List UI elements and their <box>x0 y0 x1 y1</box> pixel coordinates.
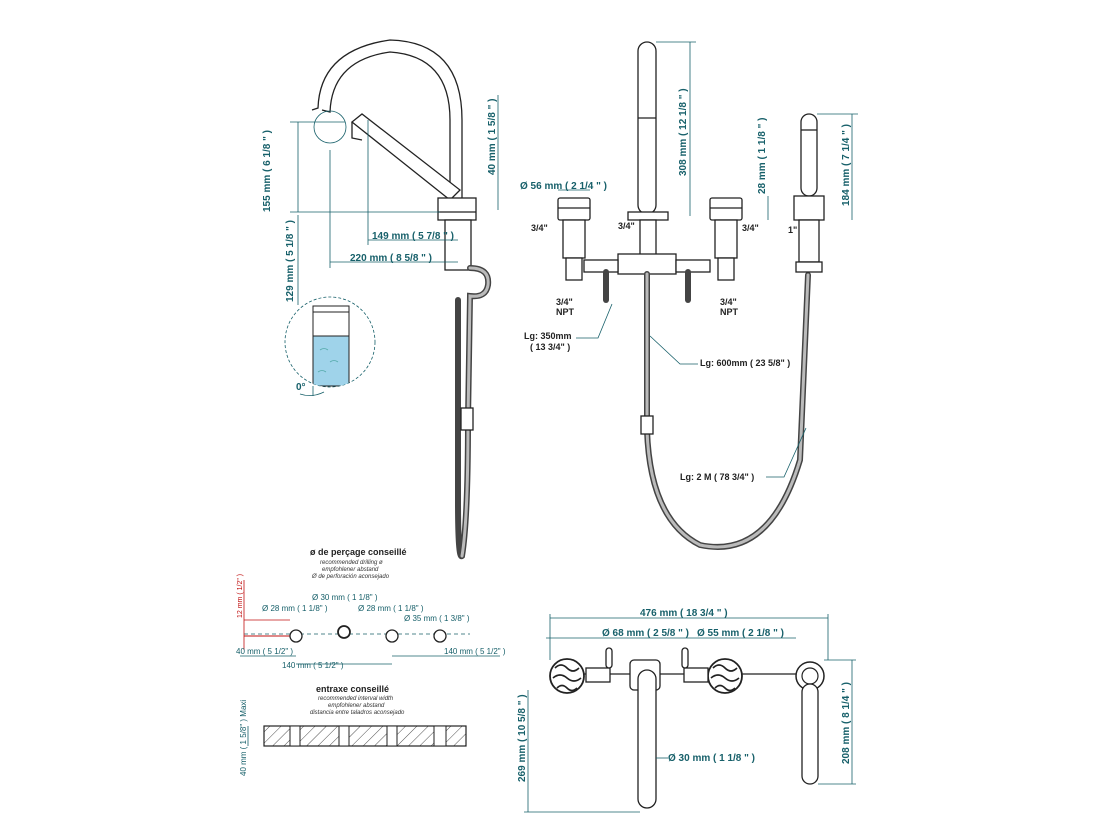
dim-28: 28 mm ( 1 1/8 " ) <box>757 118 768 194</box>
dim-155: 155 mm ( 6 1/8 " ) <box>262 130 273 212</box>
hand-shower-side <box>350 113 461 201</box>
conn-hand: 1" <box>788 225 797 235</box>
dim-308: 308 mm ( 12 1/8 " ) <box>678 88 689 176</box>
hand-shower <box>800 113 818 197</box>
hand-shower-top <box>801 683 819 785</box>
deck-body <box>437 197 477 221</box>
hole-4 <box>433 629 447 643</box>
front-view: 308 mm ( 12 1/8 " ) Ø 56 mm ( 2 1/4 " ) … <box>520 41 858 550</box>
d28a: Ø 28 mm ( 1 1/8" ) <box>262 604 328 613</box>
lg-350-1: Lg: 350mm <box>524 331 572 341</box>
conn-left: 3/4" <box>531 223 548 233</box>
hole-2 <box>337 625 351 639</box>
d140a: 140 mm ( 5 1/2" ) <box>282 661 344 670</box>
lg-350-2: ( 13 3/4" ) <box>530 342 570 352</box>
spout-base <box>627 211 669 221</box>
npt-left-2: NPT <box>556 307 575 317</box>
deck-shank <box>444 219 472 271</box>
spout-top <box>637 669 657 809</box>
d30: Ø 30 mm ( 1 1/8" ) <box>312 593 378 602</box>
dim-30: Ø 30 mm ( 1 1/8 " ) <box>668 753 755 764</box>
left-handle <box>557 197 591 221</box>
red-12: 12 mm ( 1/2" ) <box>237 574 244 618</box>
npt-right-2: NPT <box>720 307 739 317</box>
svg-text:empfohlener abstand: empfohlener abstand <box>328 703 385 709</box>
lg-600: Lg: 600mm ( 23 5/8" ) <box>700 358 790 368</box>
left-valve-body <box>562 219 586 259</box>
d35: Ø 35 mm ( 1 3/8" ) <box>404 614 470 623</box>
top-view: 476 mm ( 18 3/4 " ) Ø 68 mm ( 2 5/8 " ) … <box>517 608 856 813</box>
svg-text:distancia entre taladros acons: distancia entre taladros aconsejado <box>310 710 405 716</box>
npt-right-1: 3/4" <box>720 297 737 307</box>
dim-68: Ø 68 mm ( 2 5/8 " ) <box>602 628 689 639</box>
deck-section <box>263 725 467 747</box>
drilling-diagram: ø de perçage conseillé recommended drill… <box>236 547 506 670</box>
svg-text:recommended interval width: recommended interval width <box>318 696 394 702</box>
interaxis-diagram: entraxe conseillé recommended interval w… <box>239 684 467 776</box>
conn-right: 3/4" <box>742 223 759 233</box>
drilling-title: ø de perçage conseillé <box>310 547 407 557</box>
detail-circle <box>284 296 376 388</box>
angle-label: 0° <box>296 382 306 393</box>
dim-220: 220 mm ( 8 5/8 " ) <box>350 253 432 264</box>
dim-149: 149 mm ( 5 7/8 " ) <box>372 231 454 242</box>
dim-184: 184 mm ( 7 1/4 " ) <box>841 124 852 206</box>
right-handle <box>709 197 743 221</box>
svg-text:empfohlener abstand: empfohlener abstand <box>322 567 379 573</box>
conn-center: 3/4" <box>618 221 635 231</box>
dim-129: 129 mm ( 5 1/8 " ) <box>285 220 296 302</box>
spout-outline <box>311 39 463 205</box>
hole-1 <box>289 629 303 643</box>
hose-coupling-front <box>640 415 654 435</box>
svg-text:Ø de perforación aconsejado: Ø de perforación aconsejado <box>311 574 390 580</box>
d28b: Ø 28 mm ( 1 1/8" ) <box>358 604 424 613</box>
svg-text:recommended drilling ø: recommended drilling ø <box>320 560 383 566</box>
spout-column <box>637 41 657 215</box>
side-view: 155 mm ( 6 1/8 " ) 40 mm ( 1 5/8 " ) 149… <box>262 39 499 560</box>
hose-coupling <box>460 407 474 431</box>
interaxis-title: entraxe conseillé <box>316 684 389 694</box>
dim-diam56: Ø 56 mm ( 2 1/4 " ) <box>520 181 607 192</box>
npt-left-1: 3/4" <box>556 297 573 307</box>
dim-40max: 40 mm ( 1 5/8" ) Maxi <box>239 700 248 776</box>
hole-3 <box>385 629 399 643</box>
left-knob-top <box>549 658 585 694</box>
dim-269: 269 mm ( 10 5/8 " ) <box>517 694 528 782</box>
dim-476: 476 mm ( 18 3/4 " ) <box>640 608 728 619</box>
dim-40: 40 mm ( 1 5/8 " ) <box>487 99 498 175</box>
right-valve-body <box>714 219 738 259</box>
dim-208: 208 mm ( 8 1/4 " ) <box>841 682 852 764</box>
lg-2m: Lg: 2 M ( 78 3/4" ) <box>680 472 754 482</box>
spout-tip-circle <box>313 110 347 144</box>
hand-shower-holder <box>793 195 825 221</box>
dim-55: Ø 55 mm ( 2 1/8 " ) <box>697 628 784 639</box>
d140b: 140 mm ( 5 1/2" ) <box>444 647 506 656</box>
d40: 40 mm ( 5 1/2" ) <box>236 647 293 656</box>
